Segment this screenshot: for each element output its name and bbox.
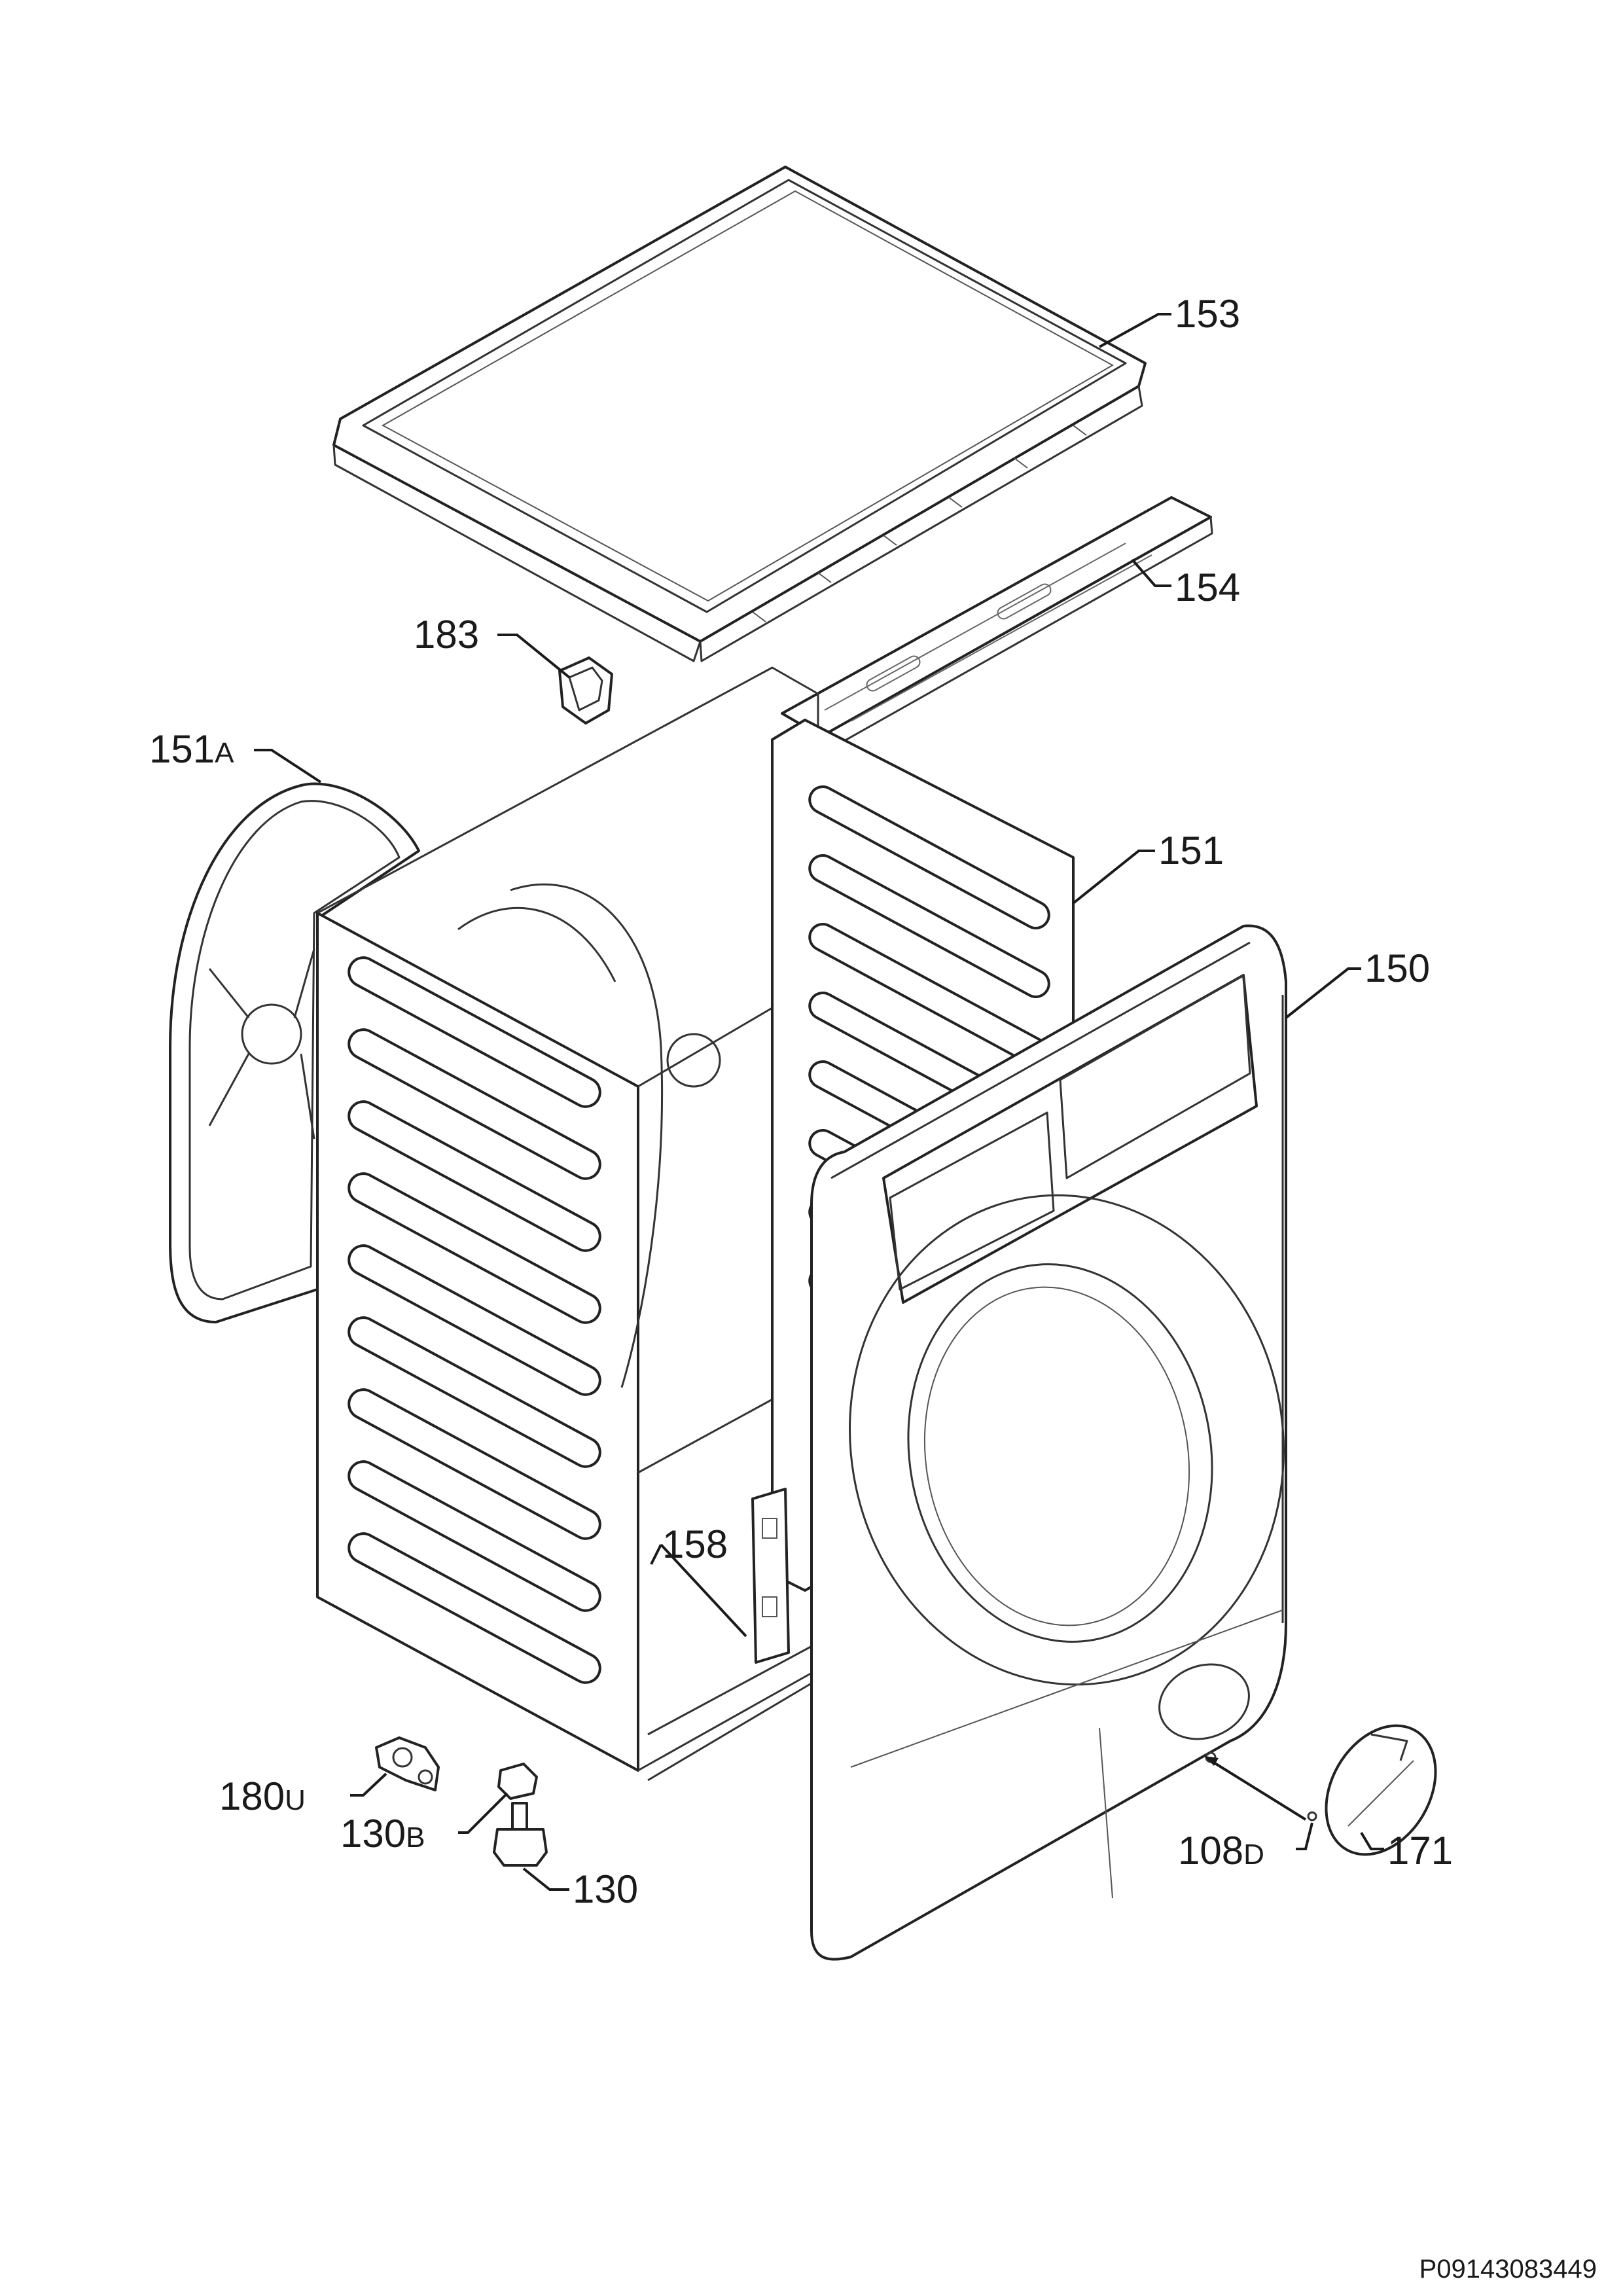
callout-151: 151 [1158,829,1224,872]
callout-150: 150 [1364,946,1430,990]
callout-130: 130 [573,1867,638,1911]
clip-part [558,656,613,725]
rear-panel-part [169,782,420,1323]
callout-153: 153 [1175,292,1240,336]
bracket-clip-part [375,1736,440,1791]
callout-154: 154 [1175,565,1240,609]
callout-183: 183 [414,613,479,656]
screw-arrowhead [1204,1756,1219,1766]
foot-part [493,1802,548,1867]
callout-158: 158 [662,1522,728,1566]
front-panel-part [810,924,1287,1961]
callout-108d: 108D [1178,1829,1264,1873]
callout-151a: 151A [149,727,234,771]
callout-labels: 153 154 183 151A 151 150 158 180U 130B 1… [149,292,1453,1911]
top-cover-part [332,166,1147,662]
document-code: P09143083449 [1419,2255,1597,2284]
callout-171: 171 [1387,1829,1453,1873]
left-panel-slots [348,956,601,1684]
callout-180u: 180U [219,1774,306,1818]
foot-nut-part [497,1763,538,1800]
screw-part [1205,1751,1317,1821]
bracket-part [751,1488,790,1664]
callout-130b: 130B [340,1812,425,1856]
leader-lines [254,313,1384,1891]
filter-cap-part [1325,1724,1437,1856]
